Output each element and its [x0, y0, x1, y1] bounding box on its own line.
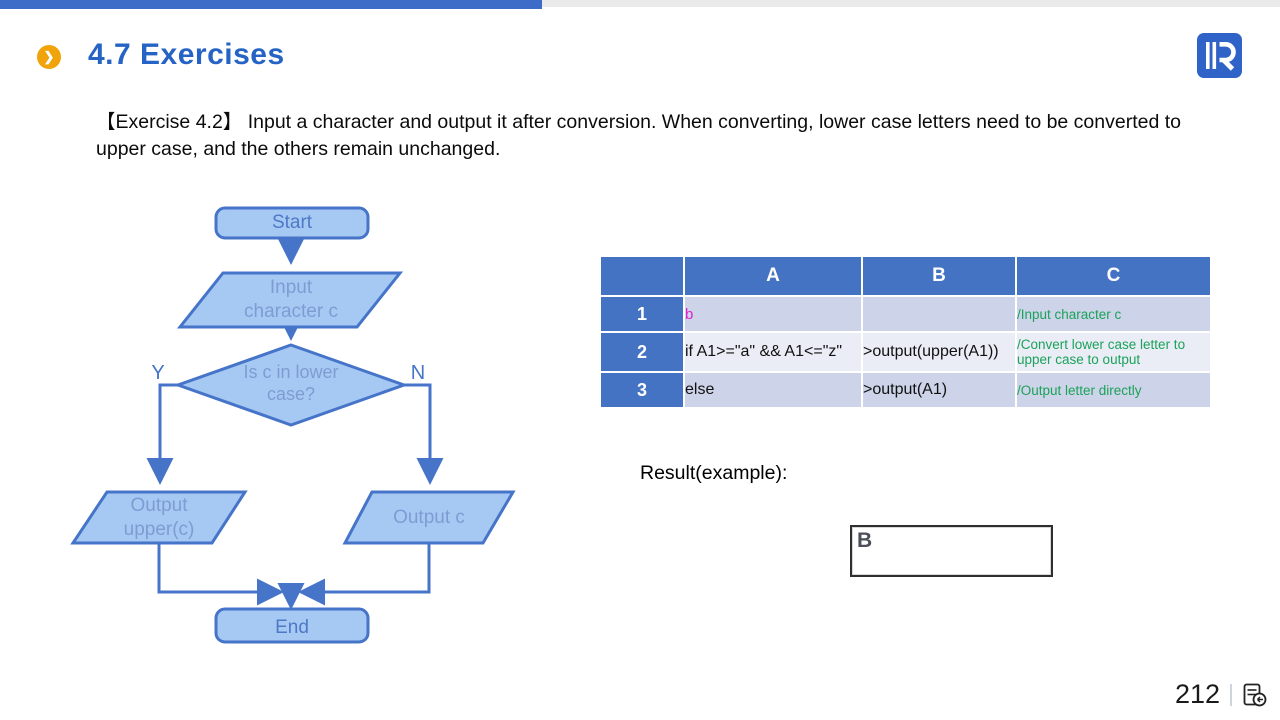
row-number: 3 [601, 373, 683, 407]
merge-left-line [157, 543, 284, 606]
header-col-b: B [863, 257, 1015, 295]
cell-c1: /Input character c [1017, 297, 1210, 331]
start-label: Start [271, 212, 313, 233]
chevron-right-icon: ❯ [37, 45, 61, 69]
program-output-box: B [850, 525, 1053, 577]
cell-a3: else [685, 373, 861, 407]
output-value: B [857, 529, 873, 552]
branch-no-line [404, 383, 444, 485]
end-node [214, 607, 370, 644]
footer: 212 [1175, 679, 1268, 710]
return-to-contents-icon[interactable] [1242, 682, 1268, 708]
flowchart-graphic [70, 206, 516, 644]
logo-graphic [1206, 42, 1236, 71]
flowchart: Start Input character c Is c in lower ca… [60, 195, 540, 665]
row-number: 2 [601, 333, 683, 371]
page-number: 212 [1174, 679, 1220, 709]
cell-b2: >output(upper(A1)) [863, 333, 1015, 371]
header-col-a: A [685, 257, 861, 295]
input-label-line1: Input [269, 277, 313, 298]
start-node [214, 206, 370, 240]
decision-node [173, 343, 409, 427]
table-header-row: A B C [601, 257, 1210, 295]
footer-divider [1230, 683, 1232, 706]
yes-branch-label: Y [151, 362, 165, 384]
chevron-glyph: ❯ [43, 49, 55, 64]
decision-label-line2: case? [266, 384, 316, 404]
code-table: A B C 1 b /Input character c 2 if A1>="a… [599, 255, 1212, 409]
branch-yes-line [146, 383, 178, 485]
cell-a1: b [685, 297, 861, 331]
cell-a2: if A1>="a" && A1<="z" [685, 333, 861, 371]
cell-c2: /Convert lower case letter to upper case… [1017, 333, 1210, 371]
result-label: Result(example): [640, 462, 788, 484]
table-row: 3 else >output(A1) /Output letter direct… [601, 373, 1210, 407]
output-upper-node [70, 490, 248, 545]
output-c-label: Output c [393, 507, 465, 528]
cell-c3: /Output letter directly [1017, 373, 1210, 407]
merge-right-line [298, 543, 431, 606]
input-label: Input character c [180, 276, 402, 324]
table-row: 1 b /Input character c [601, 297, 1210, 331]
publisher-logo-icon [1197, 33, 1242, 78]
page-title: 4.7 Exercises [88, 38, 285, 71]
exercise-description: 【Exercise 4.2】 Input a character and out… [96, 111, 1182, 160]
header-corner-cell [601, 257, 683, 295]
cell-b1 [863, 297, 1015, 331]
end-label: End [275, 617, 309, 638]
decision-label: Is c in lower case? [191, 361, 391, 405]
decision-label-line1: Is c in lower [243, 362, 339, 382]
output-upper-line1: Output [130, 495, 188, 516]
cell-b3: >output(A1) [863, 373, 1015, 407]
no-branch-label: N [410, 362, 426, 384]
top-gray-bar [542, 0, 1280, 7]
header-col-c: C [1017, 257, 1210, 295]
row-number: 1 [601, 297, 683, 331]
input-node [176, 271, 404, 329]
output-upper-line2: upper(c) [123, 519, 195, 540]
table-row: 2 if A1>="a" && A1<="z" >output(upper(A1… [601, 333, 1210, 371]
output-upper-label: Output upper(c) [73, 494, 245, 542]
output-c-node [342, 490, 516, 545]
top-accent-bar [0, 0, 542, 9]
input-label-line2: character c [244, 301, 338, 322]
